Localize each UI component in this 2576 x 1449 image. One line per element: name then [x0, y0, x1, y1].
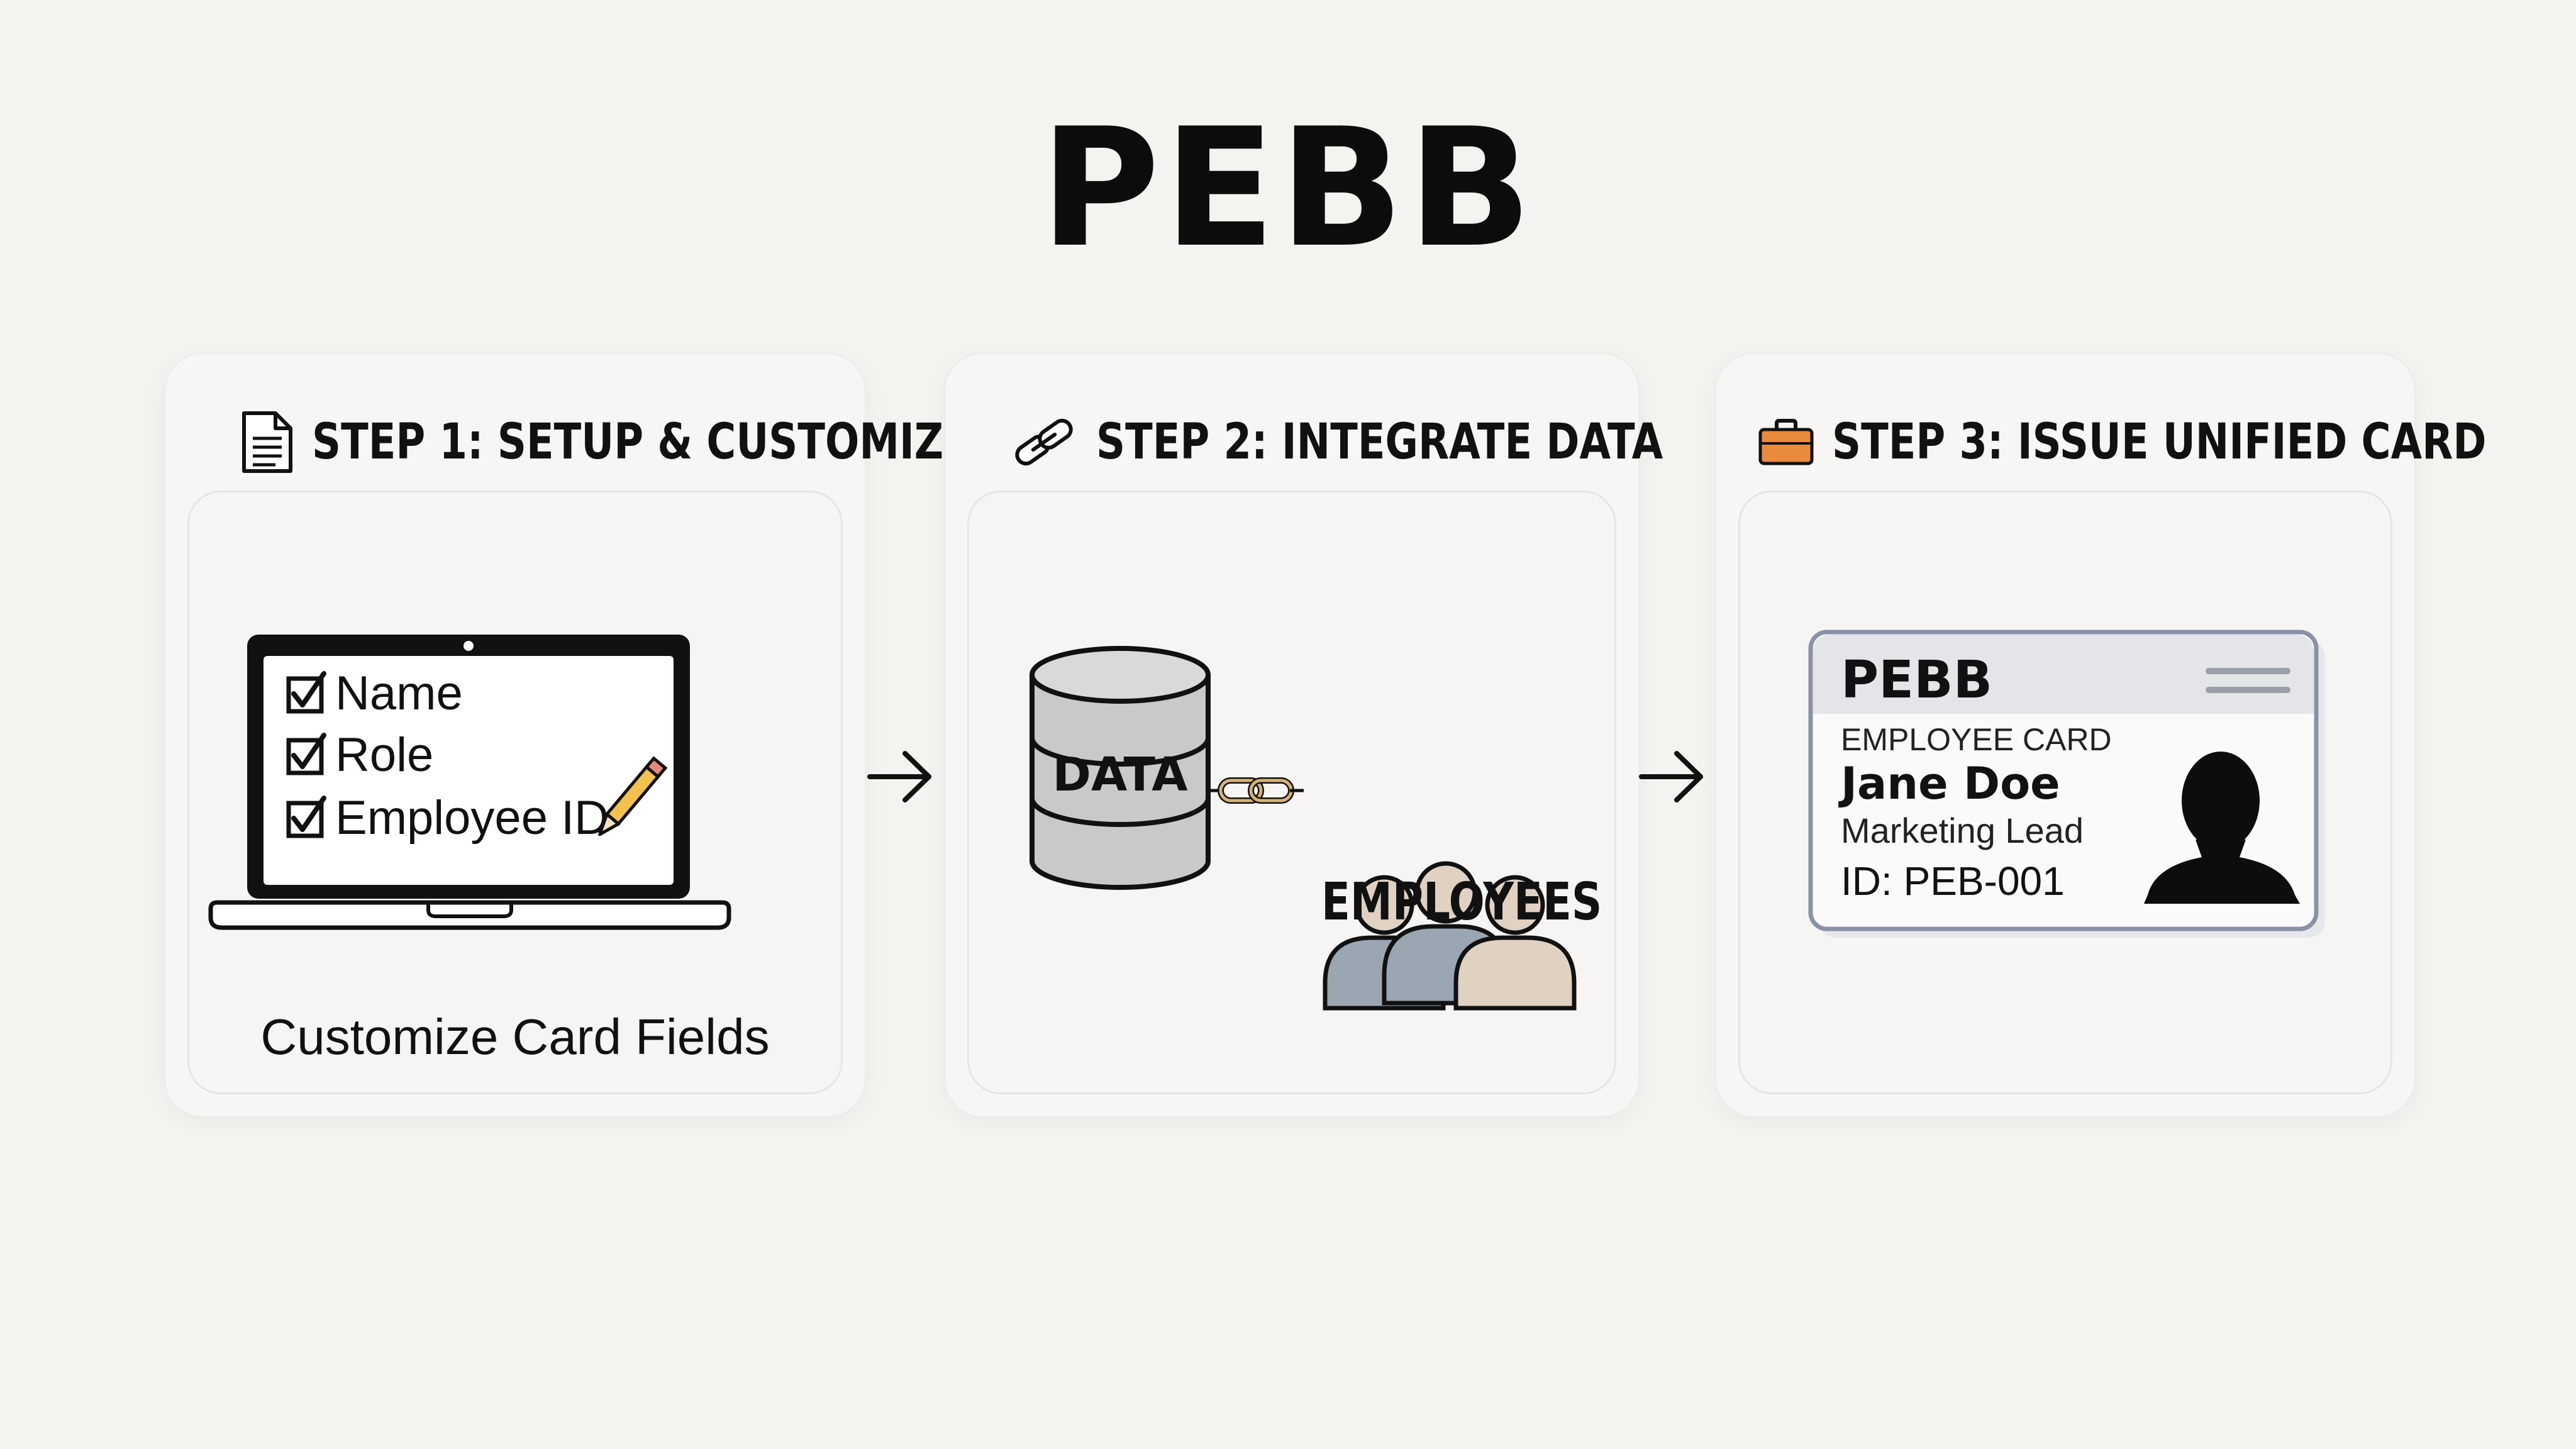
step-1-caption: Customize Card Fields	[260, 1009, 770, 1065]
arrow-right-icon	[1639, 751, 1703, 802]
field-employee-id-label: Employee ID	[335, 791, 609, 845]
laptop-illustration: Name Role Employee ID	[208, 635, 731, 930]
step-1-header: STEP 1: SETUP & CUSTOMIZE	[165, 398, 971, 486]
card-brand: PEBB	[1841, 650, 1992, 710]
step-2-content: DATA EMPLOYEES	[969, 492, 1614, 1092]
card-role: Marketing Lead	[1841, 811, 2084, 850]
link-icon	[1015, 418, 1073, 466]
step-3-content: PEBB EMPLOYEE CARD Jane Doe Marketing Le…	[1740, 492, 2390, 1092]
step-3-header: STEP 3: ISSUE UNIFIED CARD	[1716, 398, 2487, 486]
checkbox-icon	[286, 733, 326, 775]
checkbox-icon	[286, 796, 326, 838]
field-name-label: Name	[335, 667, 463, 720]
employees-icon	[1323, 861, 1577, 1011]
step-1-title: STEP 1: SETUP & CUSTOMIZE	[312, 414, 971, 470]
field-role-label: Role	[335, 728, 433, 782]
arrow-right-icon	[867, 751, 931, 802]
employee-card: PEBB EMPLOYEE CARD Jane Doe Marketing Le…	[1808, 630, 2325, 938]
database-label: DATA	[1053, 748, 1188, 802]
step-1-panel: STEP 1: SETUP & CUSTOMIZE Name	[165, 354, 971, 1116]
chain-icon	[1208, 777, 1304, 804]
checkbox-icon	[286, 671, 326, 714]
employees-label: EMPLOYEES	[1321, 872, 1602, 932]
step-2-header: STEP 2: INTEGRATE DATA	[945, 398, 1663, 486]
pencil-icon	[598, 756, 668, 836]
page-title: PEBB	[1040, 94, 1536, 284]
document-icon	[242, 411, 292, 473]
step-1-content: Name Role Employee ID Customize Card Fie…	[189, 492, 841, 1092]
integration-illustration: DATA	[1030, 646, 1577, 1011]
avatar-icon	[2144, 752, 2300, 904]
database-icon	[1030, 646, 1211, 890]
briefcase-icon	[1758, 419, 1814, 465]
card-id: ID: PEB-001	[1841, 858, 2065, 904]
step-2-title: STEP 2: INTEGRATE DATA	[1096, 414, 1663, 470]
card-type: EMPLOYEE CARD	[1841, 722, 2112, 757]
step-2-panel: STEP 2: INTEGRATE DATA DATA	[945, 354, 1663, 1116]
step-3-panel: STEP 3: ISSUE UNIFIED CARD PEBB EMPLOYEE…	[1716, 354, 2487, 1116]
step-3-title: STEP 3: ISSUE UNIFIED CARD	[1832, 414, 2487, 470]
card-name: Jane Doe	[1838, 758, 2060, 809]
